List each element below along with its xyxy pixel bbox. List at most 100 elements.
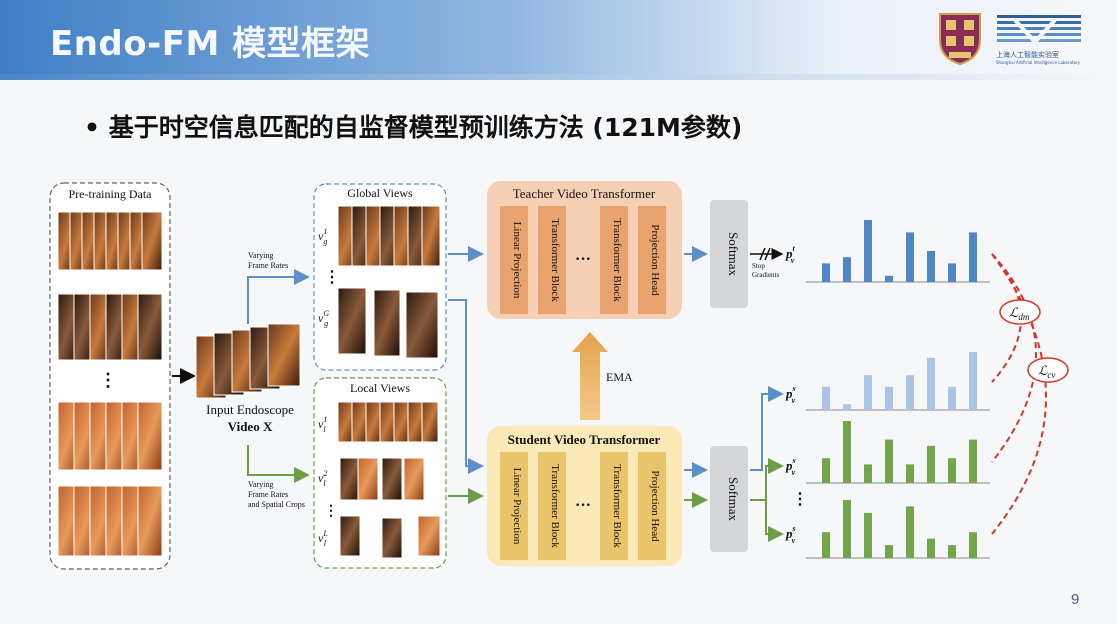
- bar-student-local-1-1: [843, 421, 851, 483]
- bullet-point: • 基于时空信息匹配的自监督模型预训练方法 (121M参数): [84, 113, 743, 142]
- bar-student-local-1-6: [948, 458, 956, 483]
- bar-student-global-4: [906, 375, 914, 410]
- bar-student-global-5: [927, 357, 935, 410]
- bar-teacher-global-5: [927, 251, 935, 282]
- bar-teacher-global-0: [822, 263, 830, 282]
- bar-student-local-L-5: [927, 538, 935, 558]
- teacher-ellipsis: ···: [575, 251, 591, 268]
- input-to-global-arrow: [247, 269, 310, 324]
- distribution-bar-charts: [806, 220, 990, 559]
- lab-name-en: Shanghai Artificial Intelligence Laborat…: [996, 60, 1081, 65]
- local-views-label: Local Views: [350, 381, 410, 395]
- student-block-transformer-2: [600, 452, 628, 560]
- bar-student-local-L-7: [969, 532, 977, 558]
- stop-gradients-label-1: Stop: [752, 262, 765, 270]
- bar-teacher-global-1: [843, 257, 851, 282]
- global-to-student-arrow: [448, 299, 484, 474]
- student-blocks: Linear Projection Transformer Block ··· …: [500, 452, 666, 560]
- teacher-block-linear-label: Linear Projection: [511, 222, 523, 299]
- student-softmax-box: [710, 446, 748, 552]
- pretraining-data-label: Pre-training Data: [69, 187, 153, 201]
- local-view-1-frames: [337, 401, 439, 443]
- pretraining-stack-3: [57, 401, 163, 471]
- bar-teacher-global-2: [864, 220, 872, 282]
- stop-gradient-mark-2: [764, 247, 771, 261]
- input-video-label-2: Video X: [228, 419, 273, 434]
- bar-student-local-L-6: [948, 545, 956, 558]
- loss-curves: [991, 253, 1047, 535]
- bar-student-global-0: [822, 386, 830, 410]
- student-block-linear-label: Linear Projection: [511, 468, 523, 545]
- teacher-blocks: Linear Projection Transformer Block ··· …: [500, 206, 666, 314]
- student-softmax-label: Softmax: [726, 477, 741, 522]
- student-output-local-branch: [765, 465, 772, 535]
- bar-teacher-global-4: [906, 232, 914, 282]
- bar-student-local-L-2: [864, 512, 872, 558]
- teacher-block-head-label: Projection Head: [649, 224, 661, 296]
- title-underline: [0, 74, 1117, 80]
- teacher-softmax-box: [710, 200, 748, 308]
- teacher-transformer-box: [487, 181, 682, 319]
- teacher-block-linear: [500, 206, 528, 314]
- global-views-label: Global Views: [347, 186, 413, 200]
- student-transformer-box: [487, 426, 682, 566]
- global-view-G-frames: [337, 287, 439, 359]
- loss-dm-badge: [999, 299, 1041, 325]
- local-views-ellipsis: ⋮: [324, 504, 338, 519]
- lab-name-cn: 上海人工智能实验室: [996, 51, 1059, 59]
- pretraining-data-box: [49, 182, 171, 570]
- ema-arrow: [572, 332, 608, 420]
- bar-teacher-global-6: [948, 263, 956, 282]
- teacher-block-transformer-1: [538, 206, 566, 314]
- loss-cv-curve-1: [991, 253, 1037, 463]
- bar-student-local-1-4: [906, 464, 914, 483]
- pretraining-stack-4: [57, 485, 163, 557]
- outputs-ellipsis: ⋮: [792, 491, 808, 508]
- pretraining-ellipsis: ⋮: [99, 370, 117, 390]
- ema-label: EMA: [606, 370, 633, 384]
- shanghai-ai-lab-logo: [997, 15, 1081, 45]
- bar-student-local-1-0: [822, 458, 830, 483]
- bar-student-local-L-4: [906, 506, 914, 558]
- teacher-softmax-label: Softmax: [726, 232, 741, 277]
- student-block-transformer-1: [538, 452, 566, 560]
- student-block-head-label: Projection Head: [649, 470, 661, 542]
- bar-student-global-7: [969, 352, 977, 410]
- local-view-L-frames: [339, 515, 441, 559]
- student-transformer-title: Student Video Transformer: [508, 432, 661, 447]
- pretraining-stack-1: [57, 211, 163, 271]
- input-video-label-1: Input Endoscope: [206, 402, 294, 417]
- loss-cv-curve-2: [991, 253, 1047, 535]
- pretraining-stack-2: [57, 293, 163, 361]
- teacher-block-transformer-2-label: Transformer Block: [611, 218, 623, 302]
- local-view-2-frames: [339, 457, 425, 501]
- loss-dm-label: ℒdm: [1009, 305, 1030, 322]
- bar-student-local-1-3: [885, 439, 893, 483]
- slide-title: Endo-FM 模型框架: [50, 24, 371, 64]
- varying-bot-label-3: and Spatial Crops: [248, 500, 305, 509]
- loss-cv-badge: [1027, 357, 1069, 383]
- bar-student-global-3: [885, 386, 893, 410]
- input-to-local-arrow: [247, 445, 310, 483]
- bar-student-local-1-5: [927, 445, 935, 483]
- bar-student-local-L-0: [822, 532, 830, 558]
- student-ellipsis: ···: [575, 497, 591, 514]
- bar-student-local-1-7: [969, 439, 977, 483]
- varying-bot-label-2: Frame Rates: [248, 490, 288, 499]
- bar-teacher-global-3: [885, 275, 893, 282]
- teacher-block-transformer-2: [600, 206, 628, 314]
- student-block-linear: [500, 452, 528, 560]
- varying-bot-label-1: Varying: [248, 480, 273, 489]
- page-number: 9: [1071, 591, 1080, 608]
- bullet-text: 基于时空信息匹配的自监督模型预训练方法 (121M参数): [108, 113, 743, 142]
- varying-top-label-1: Varying: [248, 251, 273, 260]
- cuhk-logo: [939, 13, 981, 66]
- title-bar: [0, 0, 1117, 74]
